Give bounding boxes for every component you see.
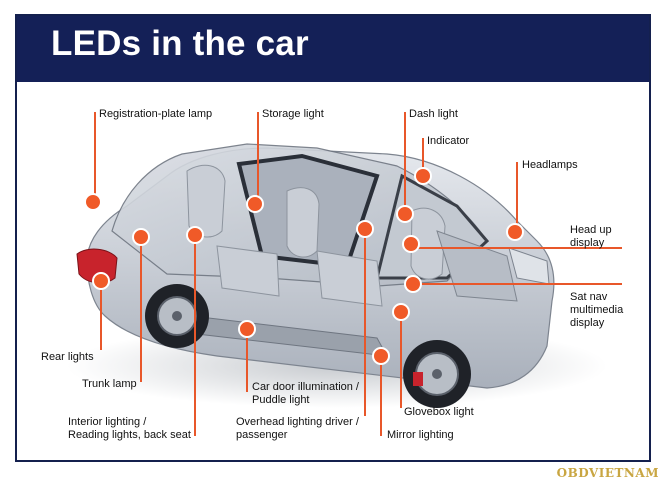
led-marker-car-door-illumination xyxy=(238,320,256,338)
label-sat-nav: Sat nav multimedia display xyxy=(570,291,623,330)
diagram-title: LEDs in the car xyxy=(51,24,309,63)
led-marker-sat-nav xyxy=(404,275,422,293)
led-marker-glovebox-light xyxy=(392,303,410,321)
label-dash-light: Dash light xyxy=(409,108,458,120)
label-overhead-lighting: Overhead lighting driver / passenger xyxy=(236,416,359,442)
label-head-up-display-line1: Head up xyxy=(570,224,612,236)
front-wheel xyxy=(403,340,471,408)
label-mirror-lighting: Mirror lighting xyxy=(387,429,454,441)
led-marker-mirror-lighting xyxy=(372,347,390,365)
label-trunk-lamp: Trunk lamp xyxy=(82,378,137,390)
label-interior-lighting-line1: Interior lighting / xyxy=(68,416,147,428)
label-interior-lighting: Interior lighting / Reading lights, back… xyxy=(68,416,191,442)
led-marker-trunk-lamp xyxy=(132,228,150,246)
label-sat-nav-line3: display xyxy=(570,317,605,329)
label-head-up-display-line2: display xyxy=(570,237,605,249)
label-glovebox-light: Glovebox light xyxy=(404,406,474,418)
label-car-door-illumination: Car door illumination / Puddle light xyxy=(252,381,359,407)
label-storage-light: Storage light xyxy=(262,108,324,120)
led-marker-overhead-lighting xyxy=(356,220,374,238)
label-registration-plate-lamp: Registration-plate lamp xyxy=(99,108,213,120)
label-sat-nav-line1: Sat nav xyxy=(570,291,608,303)
label-indicator: Indicator xyxy=(427,135,470,147)
watermark-logo: OBDVIETNAM xyxy=(556,466,659,480)
led-marker-rear-lights xyxy=(92,272,110,290)
led-marker-headlamps xyxy=(506,223,524,241)
led-marker-storage-light xyxy=(246,195,264,213)
led-marker-dash-light xyxy=(396,205,414,223)
label-interior-lighting-line2: Reading lights, back seat xyxy=(68,429,191,441)
label-overhead-lighting-line2: passenger xyxy=(236,429,288,441)
car-illustration xyxy=(67,112,622,436)
label-car-door-illumination-line1: Car door illumination / xyxy=(252,381,359,393)
leader-lines xyxy=(94,112,622,436)
diagram-frame: LEDs in the car xyxy=(15,14,651,462)
led-marker-interior-lighting xyxy=(186,226,204,244)
led-marker-indicator xyxy=(414,167,432,185)
label-overhead-lighting-line1: Overhead lighting driver / xyxy=(236,416,359,428)
rear-wheel xyxy=(145,284,209,348)
title-banner: LEDs in the car xyxy=(17,16,649,82)
label-rear-lights: Rear lights xyxy=(41,351,94,363)
label-car-door-illumination-line2: Puddle light xyxy=(252,394,310,406)
label-head-up-display: Head up display xyxy=(570,224,612,250)
label-sat-nav-line2: multimedia xyxy=(570,304,624,316)
led-markers xyxy=(84,167,524,365)
led-marker-registration-plate-lamp xyxy=(84,193,102,211)
label-headlamps: Headlamps xyxy=(522,159,578,171)
led-marker-head-up-display xyxy=(402,235,420,253)
